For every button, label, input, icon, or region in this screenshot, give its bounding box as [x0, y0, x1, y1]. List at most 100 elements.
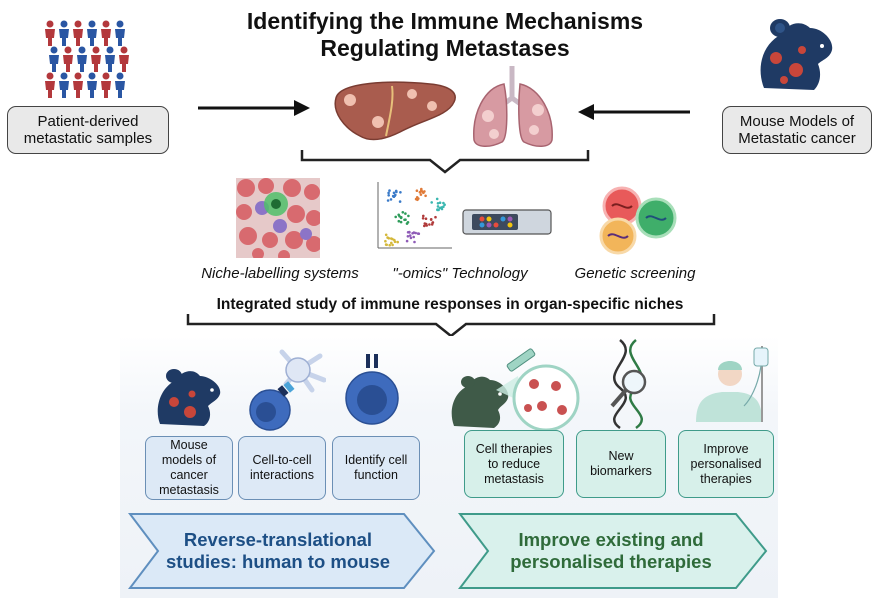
lungs-icon — [473, 66, 553, 147]
method-label-genetic: Genetic screening — [574, 265, 696, 282]
patient-group-icon — [45, 20, 129, 98]
umap-dot — [417, 197, 420, 200]
umap-dot — [406, 235, 410, 238]
umap-dot — [431, 221, 435, 224]
umap-dot — [435, 197, 439, 201]
person-head — [74, 20, 82, 28]
umap-dot — [443, 203, 446, 206]
person-body — [87, 81, 97, 98]
person-body — [63, 55, 73, 72]
mouse-models-box: Mouse Models of Metastatic cancer — [722, 106, 872, 154]
person-head — [106, 46, 114, 54]
person-head — [50, 46, 58, 54]
umap-dot — [436, 205, 440, 208]
mouse-injection-icon — [451, 348, 580, 432]
person-body — [115, 29, 125, 46]
person-body — [73, 29, 83, 46]
person-body — [105, 55, 115, 72]
dna-magnifier-icon — [610, 339, 647, 430]
tissue-microscopy-icon — [236, 178, 320, 258]
dna-cells-icon — [599, 186, 677, 255]
umap-dot — [428, 223, 431, 226]
person-head — [120, 46, 128, 54]
person-body — [59, 81, 69, 98]
umap-dot — [398, 200, 402, 203]
person-head — [116, 72, 124, 80]
umap-dot — [393, 238, 396, 242]
method-label-omics: "-omics" Technology — [392, 265, 528, 282]
umap-dot — [398, 215, 401, 218]
immune-cell-icon — [345, 354, 399, 425]
umap-dot — [389, 198, 393, 201]
umap-dot — [436, 208, 439, 212]
umap-dot — [424, 222, 428, 226]
person-head — [102, 20, 110, 28]
umap-dot — [393, 194, 397, 198]
umap-dot — [387, 191, 390, 195]
umap-dot — [414, 197, 418, 201]
person-head — [92, 46, 100, 54]
person-head — [46, 20, 54, 28]
umap-dot — [422, 214, 425, 218]
mouse-tumor-icon — [760, 19, 833, 91]
umap-dot — [399, 220, 403, 224]
person-head — [88, 72, 96, 80]
person-head — [88, 20, 96, 28]
umap-dot — [394, 215, 397, 219]
umap-dot — [391, 243, 394, 247]
umap-dot — [434, 215, 437, 219]
umap-dot — [424, 194, 427, 198]
umap-dot — [420, 187, 423, 191]
umap-dot — [424, 217, 428, 220]
person-body — [101, 29, 111, 46]
diagram-title: Identifying the Immune Mechanisms Regula… — [246, 8, 644, 61]
person-head — [116, 20, 124, 28]
cell-function-item: Identify cell function — [332, 436, 420, 500]
umap-dot — [408, 234, 412, 237]
cell-therapies-item: Cell therapies to reduce metastasis — [464, 430, 564, 498]
umap-dot — [397, 219, 401, 223]
mouse-models-item: Mouse models of cancer metastasis — [145, 436, 233, 500]
cell-interactions-item: Cell-to-cell interactions — [238, 436, 326, 500]
umap-dot — [385, 243, 388, 247]
person-body — [49, 55, 59, 72]
umap-dot — [384, 233, 388, 237]
umap-plot-icon — [377, 182, 452, 249]
umap-dot — [404, 218, 407, 221]
method-label-niche: Niche-labelling systems — [201, 265, 359, 282]
umap-dot — [388, 189, 391, 192]
liver-icon — [334, 81, 456, 141]
umap-dot — [429, 218, 433, 221]
umap-dot — [387, 194, 390, 197]
umap-dot — [411, 232, 414, 235]
umap-dot — [436, 202, 440, 205]
mouse-tumor-icon — [157, 369, 221, 426]
left-banner-shape — [128, 513, 436, 589]
umap-dot — [399, 191, 402, 194]
person-body — [91, 55, 101, 72]
umap-dot — [421, 217, 425, 220]
umap-dot — [405, 239, 409, 243]
right-banner-text: Improve existing and personalised therap… — [510, 529, 712, 572]
person-body — [77, 55, 87, 72]
new-biomarkers-item: New biomarkers — [576, 430, 666, 498]
right-banner-shape — [458, 513, 768, 589]
person-head — [78, 46, 86, 54]
person-body — [87, 29, 97, 46]
umap-dot — [384, 239, 387, 243]
umap-dot — [430, 223, 434, 226]
umap-dot — [401, 211, 405, 214]
umap-dot — [409, 236, 413, 240]
umap-dot — [423, 224, 426, 228]
umap-dot — [438, 201, 442, 204]
umap-dot — [388, 243, 391, 247]
umap-dot — [395, 190, 398, 194]
umap-dot — [404, 212, 407, 215]
patient-iv-icon — [696, 346, 769, 422]
person-head — [64, 46, 72, 54]
umap-dot — [396, 240, 399, 244]
umap-dot — [408, 230, 411, 234]
person-head — [60, 72, 68, 80]
umap-dot — [407, 214, 410, 218]
personalised-therapies-item: Improve personalised therapies — [678, 430, 774, 498]
